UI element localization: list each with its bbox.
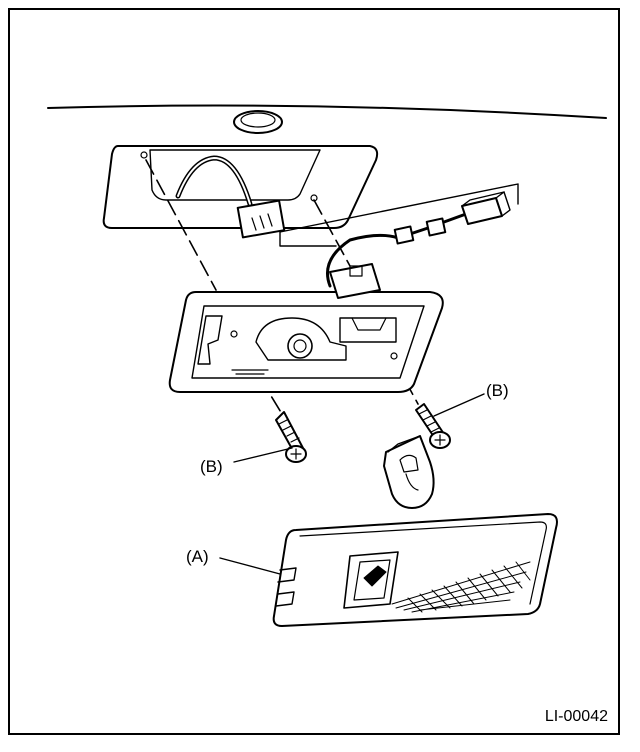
lamp-housing bbox=[168, 291, 444, 393]
leader-B-left bbox=[233, 447, 293, 463]
bulb bbox=[383, 435, 435, 509]
label-B-left: (B) bbox=[200, 457, 223, 476]
harness-wire bbox=[175, 155, 253, 207]
roof-panel-edge bbox=[279, 183, 519, 233]
harness-wire-right bbox=[326, 222, 442, 288]
figure-code: LI-00042 bbox=[544, 708, 608, 725]
leader-A bbox=[219, 557, 281, 575]
headliner-line bbox=[47, 104, 607, 119]
inline-connector bbox=[393, 191, 511, 245]
label-A: (A) bbox=[186, 547, 209, 566]
roof-mount-ellipse bbox=[233, 110, 283, 134]
screw-left bbox=[275, 411, 307, 463]
connector-roof bbox=[236, 199, 286, 239]
lens-switch bbox=[343, 551, 399, 609]
lens-cover bbox=[272, 513, 558, 627]
connector-housing bbox=[329, 263, 381, 299]
leader-B-right bbox=[433, 393, 485, 417]
lens-hatching bbox=[391, 561, 531, 613]
screw-right bbox=[415, 403, 451, 449]
label-B-right: (B) bbox=[486, 381, 509, 400]
